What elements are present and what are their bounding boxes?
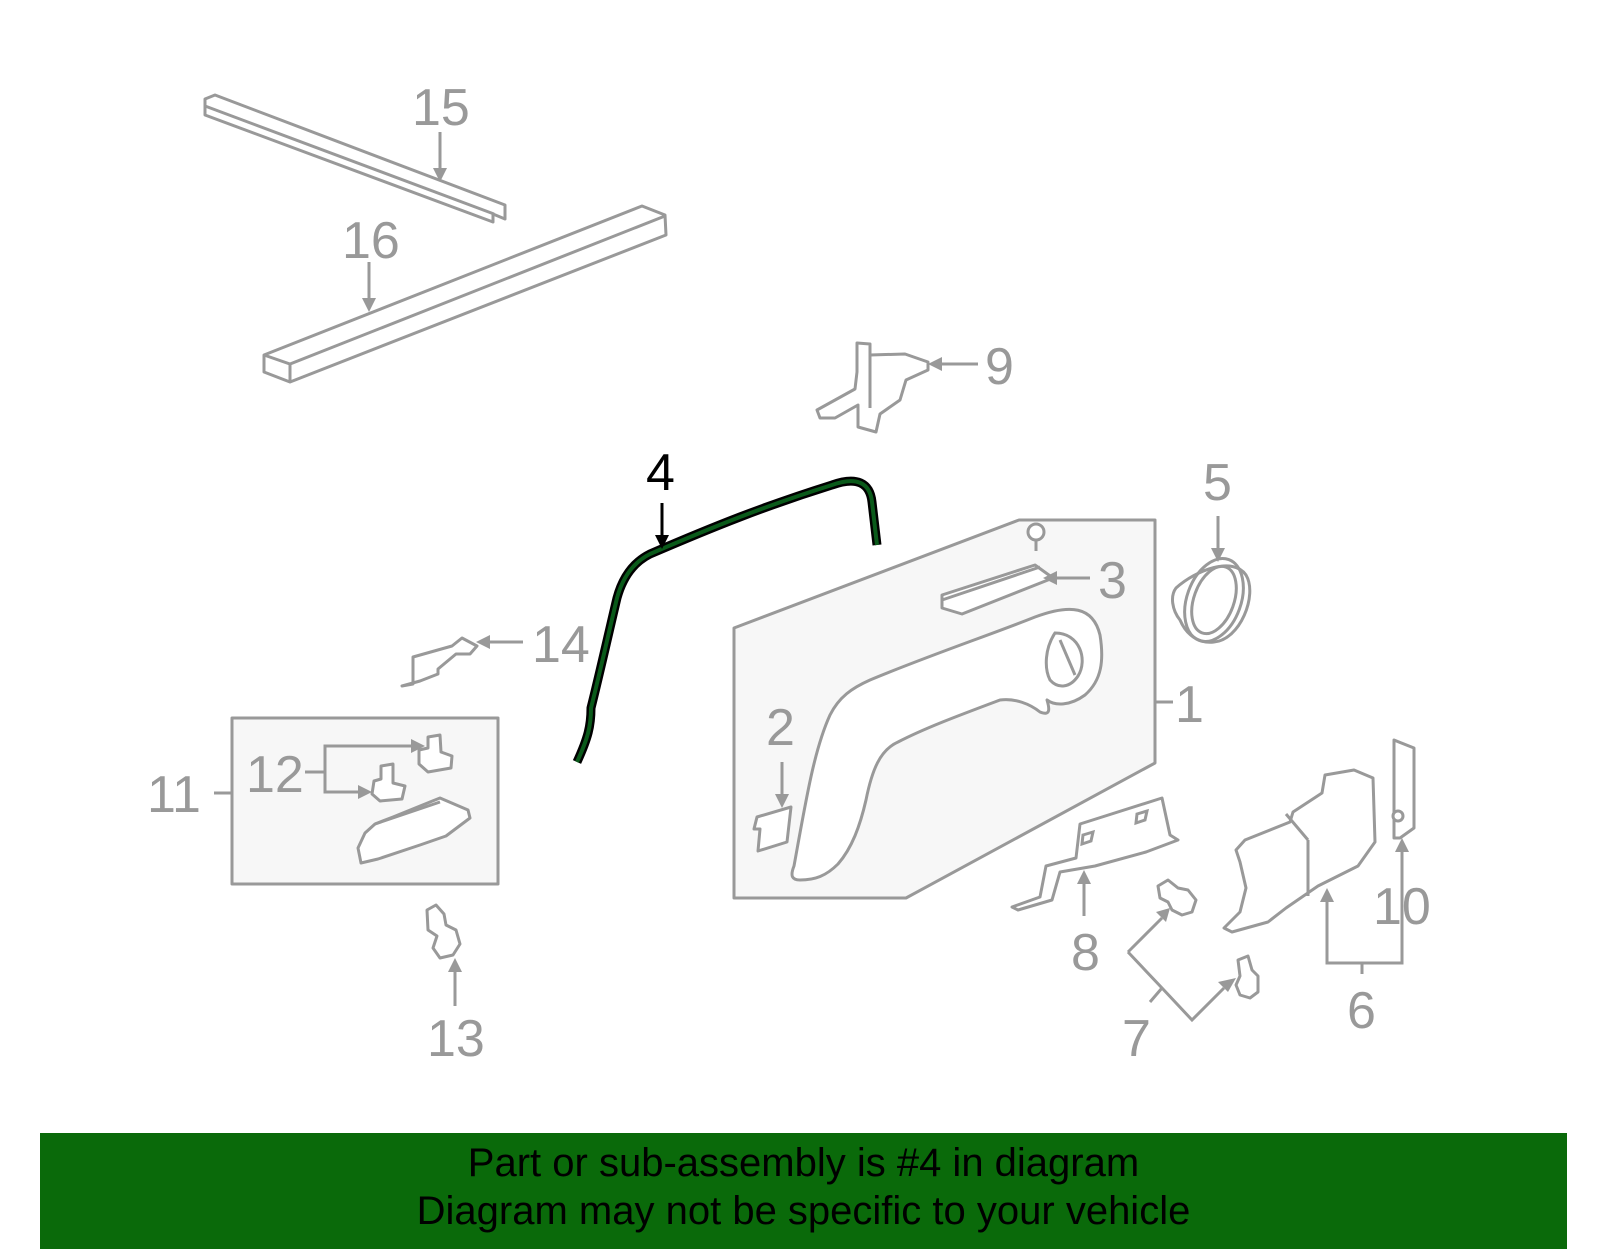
callout-7-leader	[1126, 908, 1236, 1023]
callout-2: 2	[766, 699, 795, 757]
callout-16-leader	[362, 262, 376, 312]
part-6-lower-trim[interactable]	[1222, 768, 1377, 934]
callout-9-leader	[928, 357, 978, 371]
callout-5: 5	[1203, 454, 1232, 512]
banner-line-disclaimer: Diagram may not be specific to your vehi…	[416, 1189, 1191, 1233]
part-13-push-pin[interactable]	[425, 903, 462, 960]
callout-7: 7	[1122, 1010, 1151, 1068]
part-5-grommet[interactable]	[1171, 550, 1255, 649]
part-14-clip[interactable]	[400, 636, 479, 688]
callout-3: 3	[1098, 552, 1127, 610]
part-1-quarter-trim-panel[interactable]	[732, 518, 1157, 900]
callout-13-leader	[448, 958, 462, 1006]
callout-15-leader	[433, 132, 447, 182]
callout-13: 13	[427, 1010, 485, 1068]
callout-4: 4	[646, 444, 675, 502]
part-3-plate[interactable]	[940, 522, 1055, 616]
callout-8-leader	[1077, 870, 1091, 916]
callout-11: 11	[147, 766, 201, 824]
callout-9: 9	[985, 338, 1014, 396]
callout-8: 8	[1071, 924, 1100, 982]
callout-10: 10	[1373, 878, 1431, 936]
callout-3-leader	[1043, 571, 1090, 585]
callout-1: 1	[1175, 676, 1204, 734]
part-15-rail[interactable]	[203, 93, 507, 224]
callout-10-leader	[1395, 838, 1409, 865]
callout-2-leader	[775, 762, 789, 808]
callout-15: 15	[412, 79, 470, 137]
part-2-clip[interactable]	[752, 805, 793, 853]
callout-6-leader	[1320, 852, 1404, 974]
callout-14-leader	[476, 635, 523, 649]
part-4-weatherstrip[interactable]	[572, 476, 882, 764]
part-8-bracket[interactable]	[1010, 796, 1180, 912]
part-9-bracket[interactable]	[815, 341, 930, 434]
part-info-banner: Part or sub-assembly is #4 in diagram Di…	[40, 1133, 1567, 1249]
callout-6: 6	[1347, 982, 1376, 1040]
callout-4-leader	[655, 503, 669, 549]
callout-5-leader	[1211, 516, 1225, 562]
callout-12: 12	[246, 746, 304, 804]
callout-14: 14	[532, 616, 590, 674]
part-7-fasteners[interactable]	[1156, 878, 1260, 1000]
banner-line-part: Part or sub-assembly is #4 in diagram	[467, 1141, 1140, 1185]
callout-12-leader	[305, 739, 425, 799]
part-11-assembly-box[interactable]	[230, 716, 500, 886]
part-16-rail[interactable]	[262, 204, 668, 384]
part-10-bracket[interactable]	[1391, 738, 1416, 840]
callout-16: 16	[342, 212, 400, 270]
